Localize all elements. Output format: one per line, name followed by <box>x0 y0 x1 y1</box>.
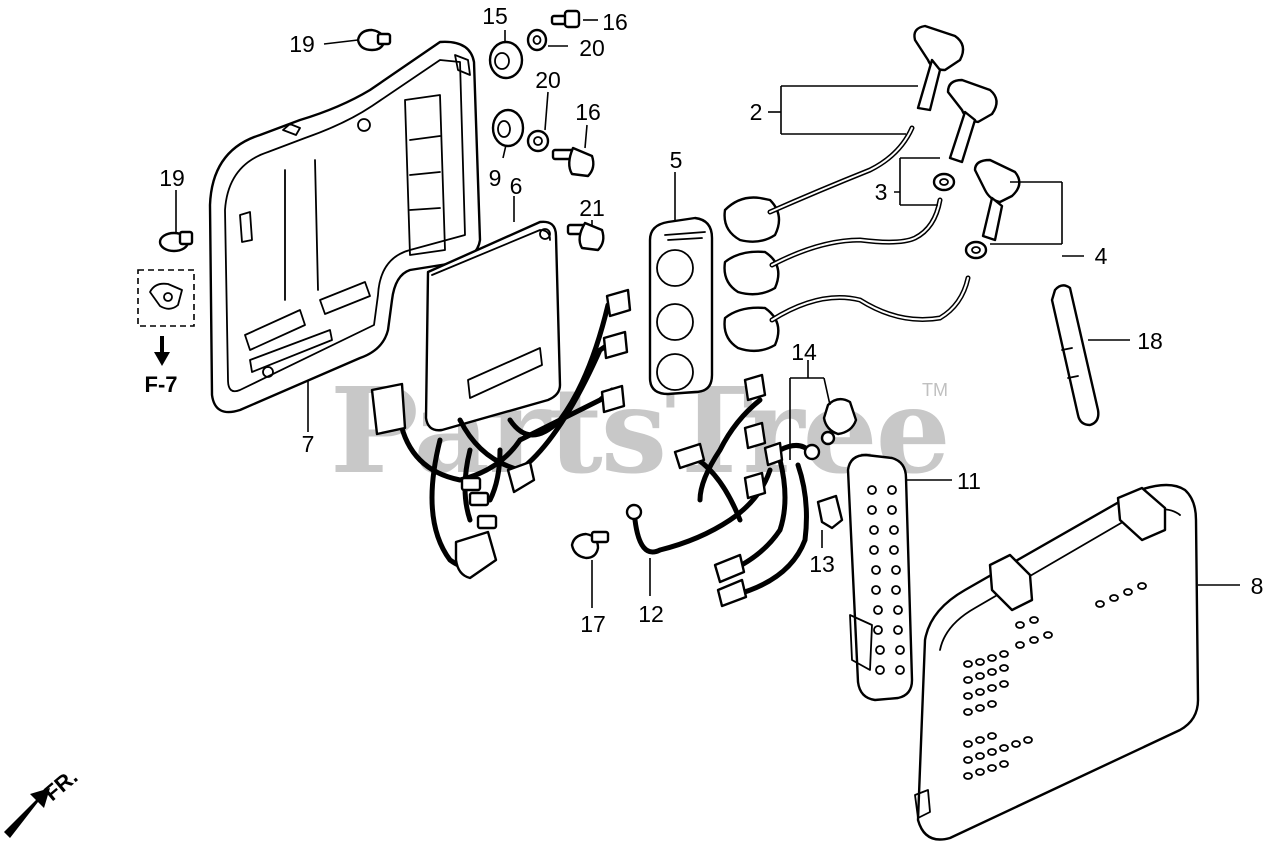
part-12-wire-harness <box>625 373 821 608</box>
part-11-terminal-strip <box>846 453 914 702</box>
leader-lines <box>175 19 1240 608</box>
callout-13: 13 <box>809 551 835 577</box>
callout-17: 17 <box>580 611 606 637</box>
callout-16-mid: 16 <box>575 99 601 125</box>
part-13-clip <box>816 494 844 530</box>
callout-16-top: 16 <box>602 9 628 35</box>
part-6-control-unit <box>424 220 562 432</box>
part-2-plug-caps <box>913 24 1021 242</box>
callout-8: 8 <box>1251 573 1264 599</box>
callout-2: 2 <box>750 99 763 125</box>
callout-7: 7 <box>302 431 315 457</box>
vent-holes <box>963 582 1147 780</box>
part-14-cap <box>820 397 858 446</box>
callout-3: 3 <box>875 179 888 205</box>
callout-15: 15 <box>482 3 508 29</box>
callout-20-top: 20 <box>579 35 605 61</box>
part-3-seal <box>932 172 956 192</box>
part-9-grommet <box>491 108 525 148</box>
part-21-bolt <box>566 221 605 252</box>
reference-label: F-7 <box>145 372 178 397</box>
callout-4: 4 <box>1095 243 1108 269</box>
part-5-coil-holder <box>648 216 714 396</box>
ignition-coils <box>723 125 971 353</box>
callout-12: 12 <box>638 601 664 627</box>
callout-6: 6 <box>510 173 523 199</box>
callout-21: 21 <box>579 195 605 221</box>
callout-11: 11 <box>957 468 981 494</box>
callout-20-mid: 20 <box>535 67 561 93</box>
part-15-grommet <box>488 40 524 80</box>
part-16-bolt-mid <box>551 146 595 178</box>
callout-5: 5 <box>670 147 683 173</box>
callout-9: 9 <box>489 165 502 191</box>
callout-19-top: 19 <box>289 31 315 57</box>
part-8-front-cover <box>914 483 1200 841</box>
terminal-holes <box>867 485 905 675</box>
part-7-back-panel <box>208 40 482 414</box>
wire-harness-6 <box>370 288 632 580</box>
callout-14: 14 <box>791 339 817 365</box>
part-20-washer-top <box>526 28 548 52</box>
callout-19-left: 19 <box>159 165 185 191</box>
part-20-washer-mid <box>526 129 550 153</box>
watermark-trademark: TM <box>922 380 948 400</box>
part-17-bolt <box>570 530 610 560</box>
part-16-bolt-top <box>550 9 581 29</box>
callout-18: 18 <box>1137 328 1163 354</box>
part-18-clamp <box>1050 284 1100 427</box>
front-arrow: FR. <box>4 764 82 838</box>
part-19-bolt-left <box>158 230 194 253</box>
part-4-seal <box>964 240 988 260</box>
reference-box: F-7 <box>137 269 195 397</box>
callouts: 19 15 20 16 20 16 9 6 19 21 5 2 3 4 18 1… <box>159 3 1263 637</box>
part-19-bolt-top <box>356 28 392 52</box>
